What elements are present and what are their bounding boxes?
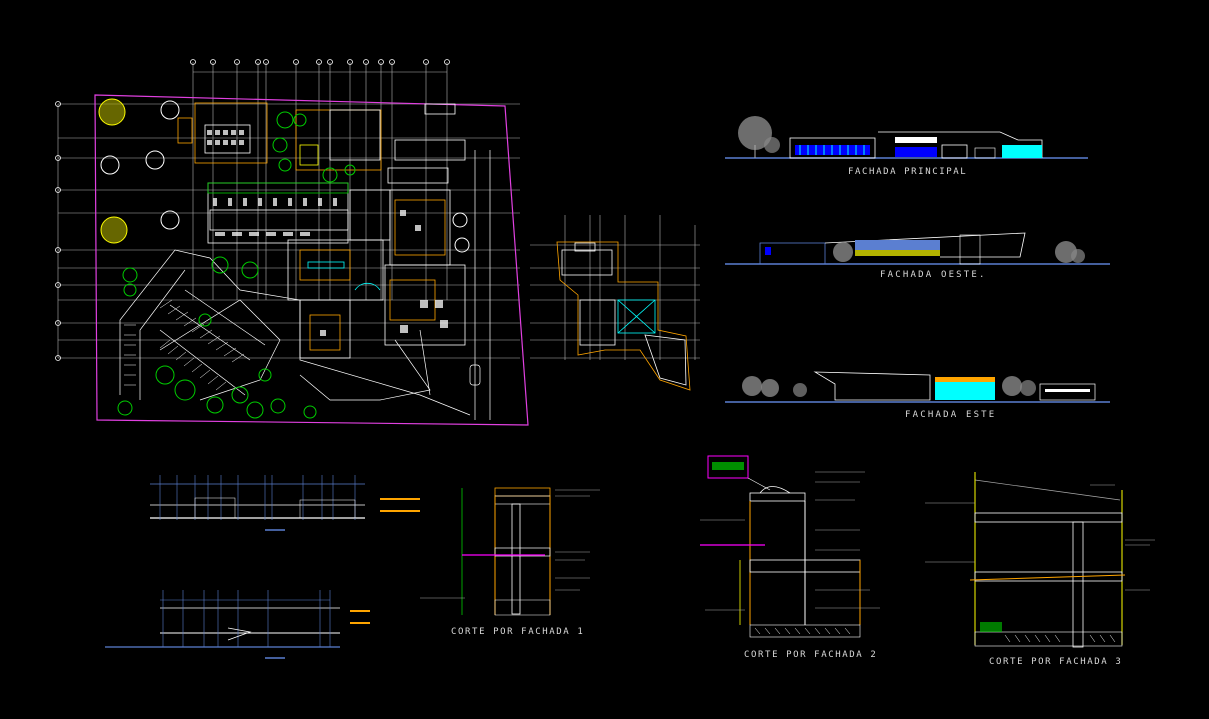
wall-section-2 (700, 455, 880, 638)
elevation-este (725, 371, 1110, 403)
wall-section-1 (420, 487, 600, 616)
building-plan (177, 102, 466, 359)
site-trees (98, 98, 470, 419)
label-fachada-principal: FACHADA PRINCIPAL (848, 167, 968, 177)
label-corte-fachada-2: CORTE POR FACHADA 2 (744, 650, 878, 660)
label-fachada-este: FACHADA ESTE (905, 410, 997, 420)
cross-section-b (105, 590, 370, 659)
cross-section-a (150, 475, 420, 531)
site-plan (55, 59, 529, 426)
wall-section-3 (925, 472, 1155, 648)
upper-floor-plan (530, 215, 700, 391)
site-boundary (94, 94, 529, 426)
building-furniture (207, 130, 448, 336)
label-corte-fachada-3: CORTE POR FACHADA 3 (989, 657, 1123, 667)
elevation-principal (725, 116, 1088, 159)
elevation-oeste (725, 232, 1110, 265)
label-fachada-oeste: FACHADA OESTE. (880, 270, 987, 280)
label-corte-fachada-1: CORTE POR FACHADA 1 (451, 627, 585, 637)
site-plan-axis-bubbles (55, 59, 450, 361)
